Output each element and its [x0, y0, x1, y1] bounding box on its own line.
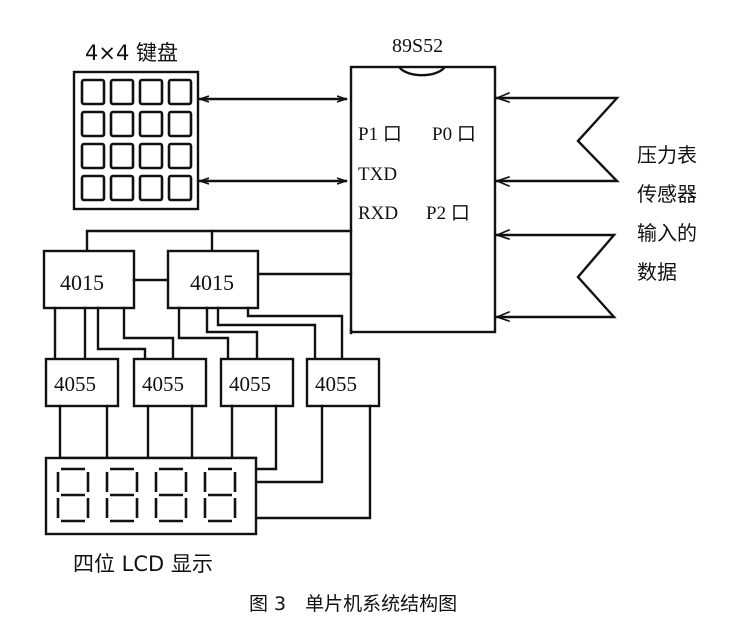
key-button [138, 142, 164, 170]
key-button [109, 78, 135, 106]
mcu-label: 89S52 [392, 35, 443, 57]
key-button [138, 174, 164, 202]
keyboard-label: 4×4 键盘 [85, 41, 178, 65]
decoder-3-label: 4055 [229, 372, 271, 396]
clock-bus [85, 229, 353, 252]
key-button [167, 142, 193, 170]
keyboard-keys [80, 78, 193, 202]
sensor-label-line-2: 传感器 [637, 182, 697, 206]
sensor-label-line-3: 输入的 [637, 221, 697, 245]
pin-p2-label: P2 口 [426, 203, 470, 224]
key-button [167, 110, 193, 138]
key-button [80, 174, 106, 202]
mcu-chip [349, 65, 497, 334]
shift-register-2 [166, 249, 260, 310]
sensor-label-line-4: 数据 [637, 260, 677, 284]
decoder-3 [219, 357, 295, 408]
sensor-label-line-1: 压力表 [637, 143, 697, 167]
shift-register-1-label: 4015 [60, 270, 104, 295]
decoder-4-label: 4055 [315, 372, 357, 396]
decoder-1 [44, 357, 120, 408]
shift-register-1 [42, 249, 136, 310]
pin-p1-label: P1 口 [358, 124, 402, 145]
arrow-icon [494, 310, 511, 323]
decoder-2 [132, 357, 208, 408]
arrow-icon [494, 175, 511, 188]
lcd-digit [56, 467, 90, 523]
decoder-1-label: 4055 [54, 372, 96, 396]
key-button [138, 78, 164, 106]
lcd-digit [154, 467, 188, 523]
display-label: 四位 LCD 显示 [73, 552, 213, 576]
key-button [80, 142, 106, 170]
pin-rxd-label: RXD [358, 203, 398, 224]
key-button [80, 78, 106, 106]
sensor-bus-p0 [495, 96, 620, 183]
sensor-bus-p2 [495, 233, 617, 319]
decoder-4 [305, 357, 381, 408]
register-to-decoder-wires [53, 306, 344, 361]
key-button [109, 174, 135, 202]
shift-register-2-label: 4015 [190, 270, 234, 295]
lcd-digit [203, 467, 237, 523]
lcd-digits [56, 467, 237, 523]
key-button [138, 110, 164, 138]
arrow-icon [494, 228, 511, 241]
chip-notch [398, 66, 446, 77]
key-button [109, 110, 135, 138]
key-button [167, 78, 193, 106]
key-button [109, 142, 135, 170]
pin-p0-label: P0 口 [432, 124, 476, 145]
lcd-digit [105, 467, 139, 523]
key-button [167, 174, 193, 202]
decoder-2-label: 4055 [142, 372, 184, 396]
pin-txd-label: TXD [358, 164, 397, 185]
figure-caption: 图 3 单片机系统结构图 [249, 593, 457, 615]
key-button [80, 110, 106, 138]
arrow-icon [494, 91, 511, 104]
